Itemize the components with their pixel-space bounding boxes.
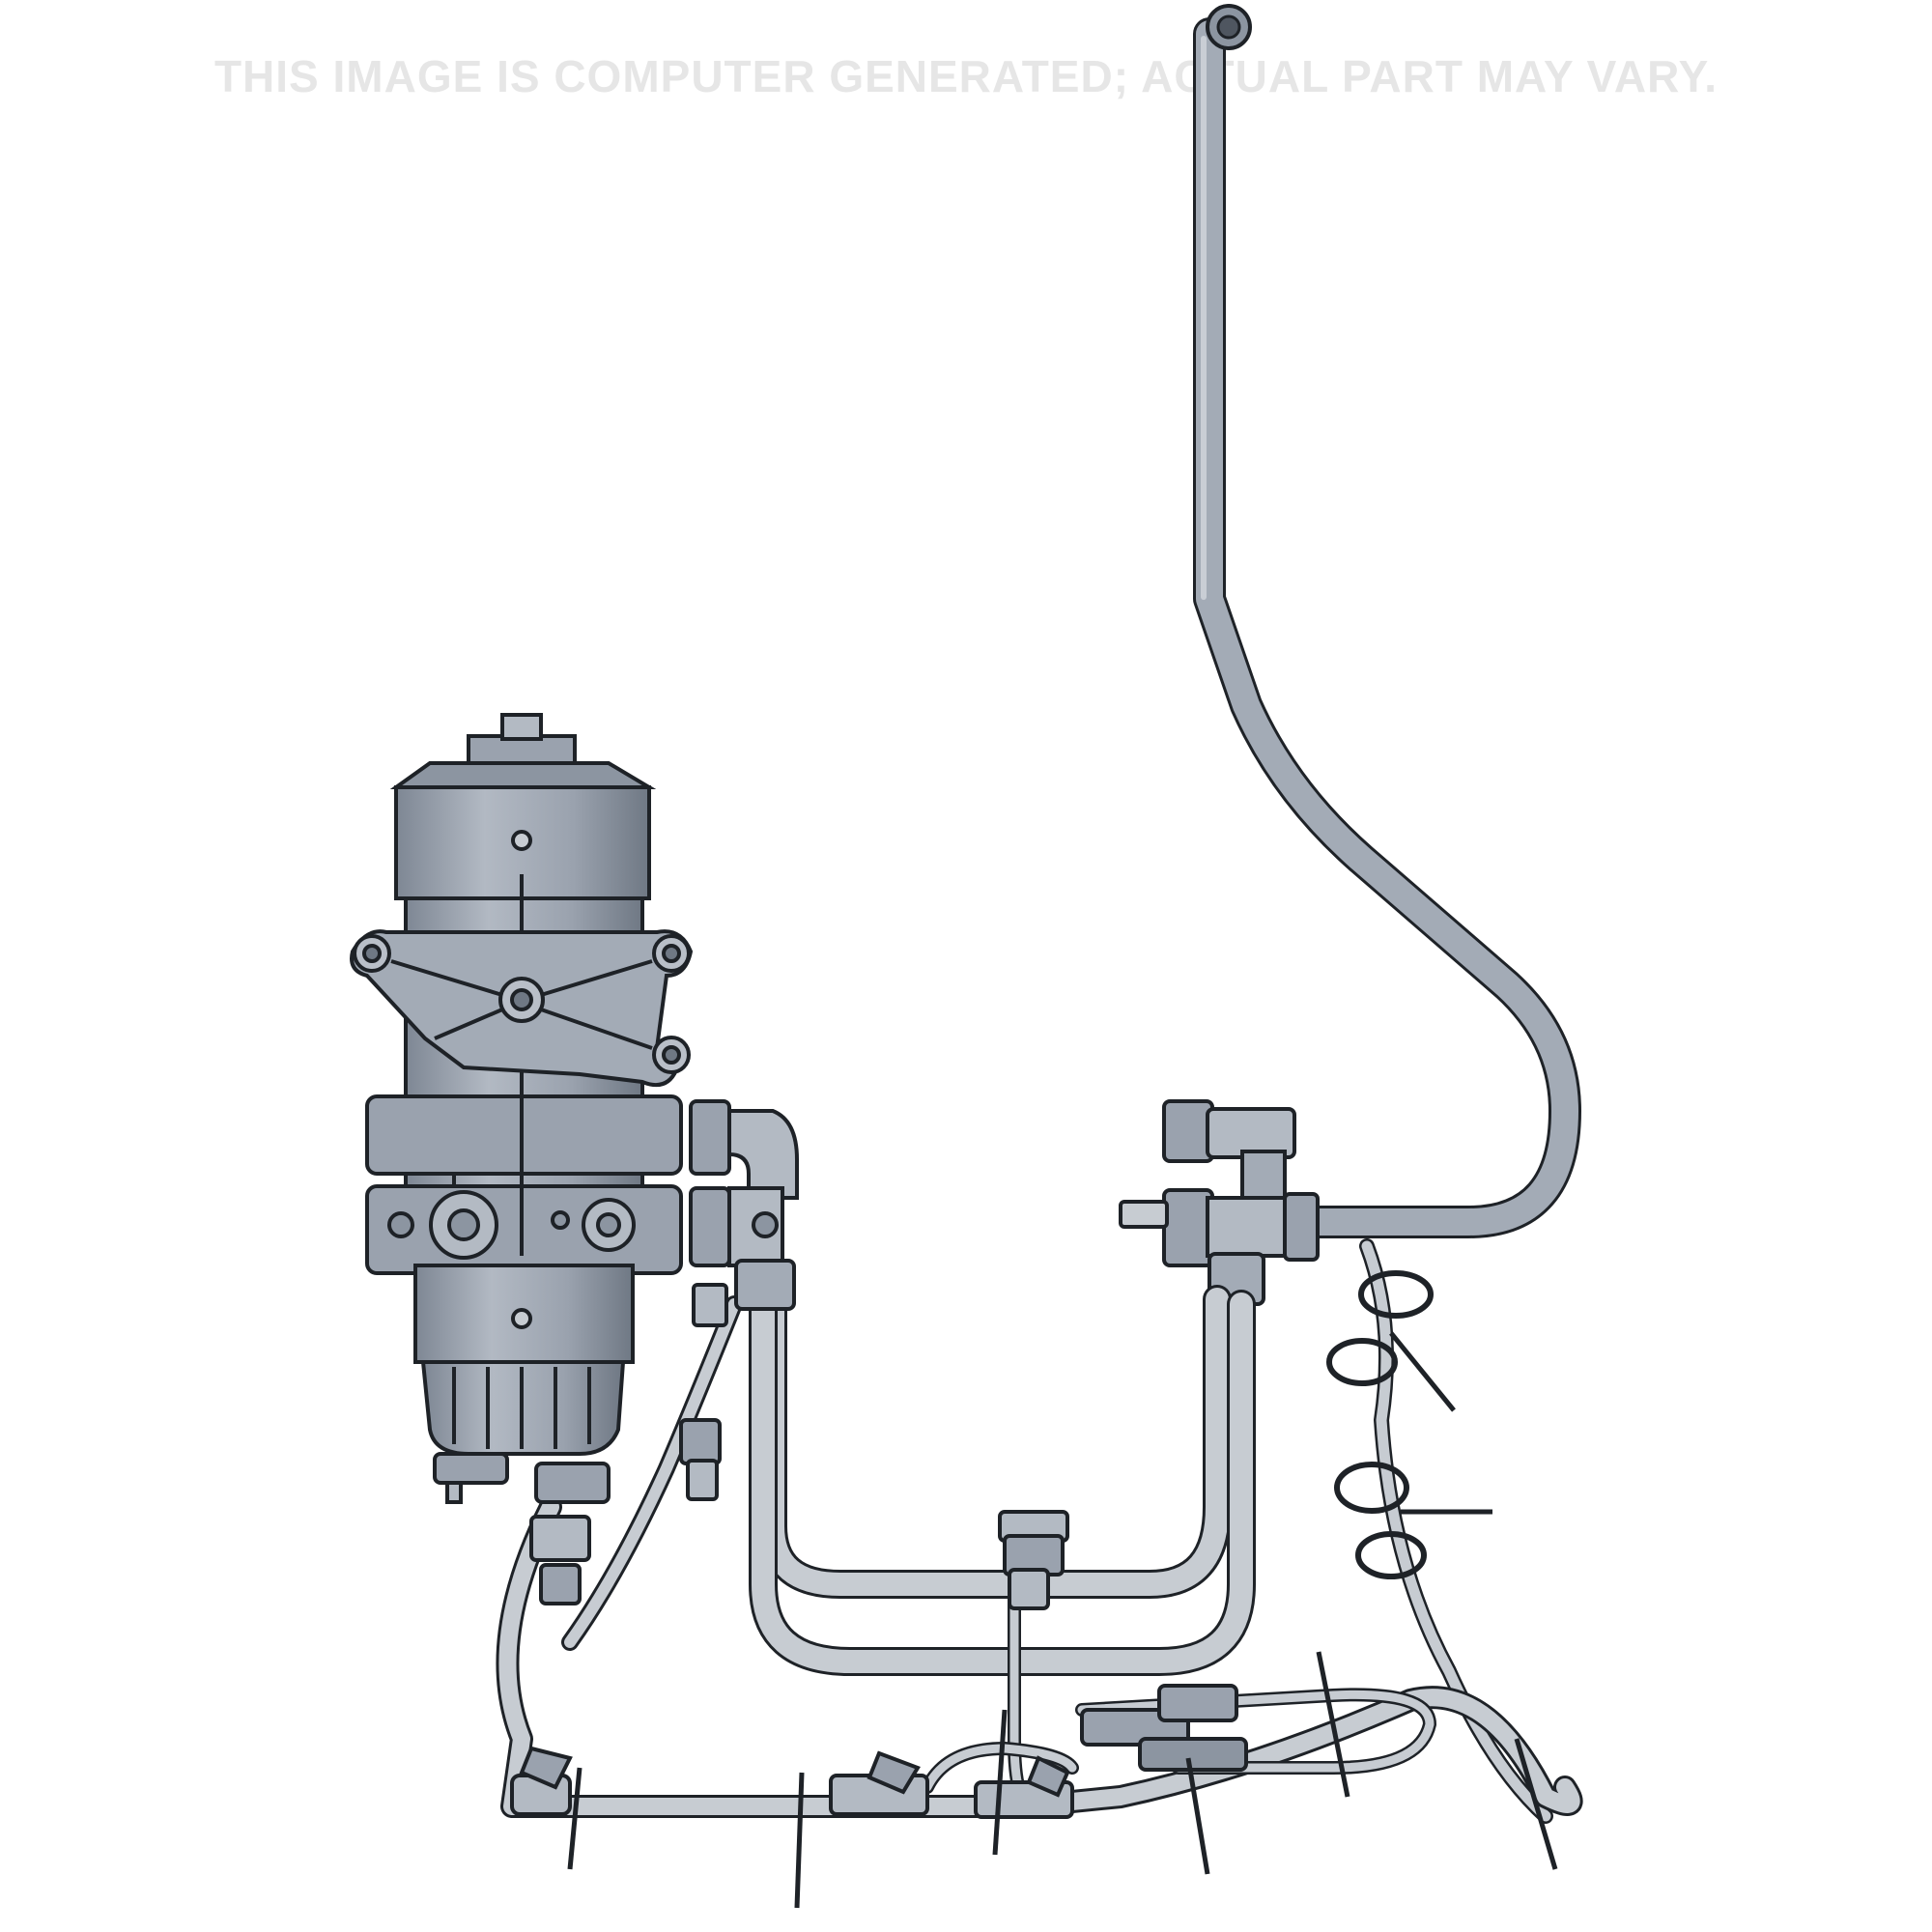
fuel-hose-loops — [749, 1261, 1256, 1676]
sensor-connectors — [529, 1283, 1069, 1610]
outlet-elbow-fittings — [689, 1099, 799, 1311]
return-pipe — [1193, 17, 1581, 1238]
fuel-filter-housing — [365, 713, 683, 1504]
mounting-bracket — [350, 929, 694, 1087]
disclaimer-watermark: THIS IMAGE IS COMPUTER GENERATED; ACTUAL… — [213, 51, 1719, 101]
tee-fitting-assembly — [1119, 1099, 1320, 1306]
housing-ports — [387, 1190, 636, 1260]
pipe-end-fitting — [1206, 4, 1252, 50]
cable-with-ties — [1326, 1238, 1553, 1824]
cable-tie-straps — [567, 1651, 1558, 1909]
